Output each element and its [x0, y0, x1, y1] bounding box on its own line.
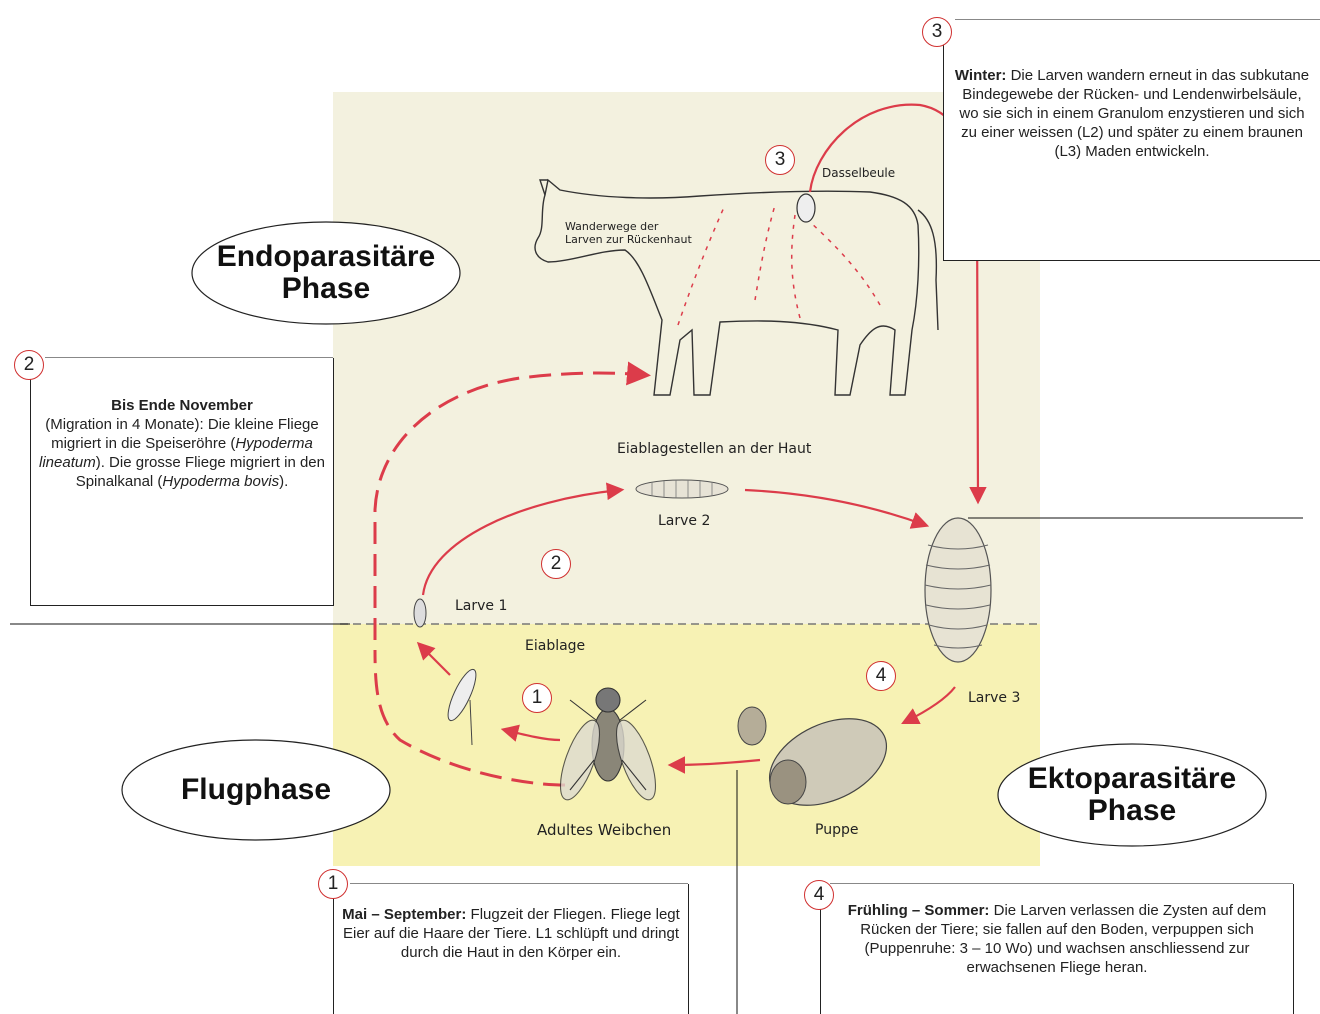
step-number-1-box: 1: [318, 869, 348, 899]
arrow-larve3-to-puppe: [905, 687, 955, 722]
cycle-arrows: [420, 105, 978, 765]
step-number-4-box: 4: [804, 880, 834, 910]
info-november-species2: Hypoderma bovis: [162, 473, 279, 490]
info-november-heading: Bis Ende November: [39, 396, 325, 415]
egglaying-fly-shape: [443, 666, 481, 745]
info-winter-text: Die Larven wandern erneut in das subkuta…: [959, 67, 1309, 160]
phase-endoparasitaer: Endoparasitäre Phase: [190, 220, 462, 326]
step-number-2-diagram: 2: [541, 549, 571, 579]
info-box-winter: Winter: Die Larven wandern erneut in das…: [943, 20, 1320, 261]
label-wanderwege-line2: Larven zur Rückenhaut: [565, 233, 692, 246]
info-mai-heading: Mai – September:: [342, 906, 466, 923]
step-number-3-box: 3: [922, 17, 952, 47]
arrow-larve1-to-larve2: [423, 490, 620, 595]
label-puppe: Puppe: [815, 822, 858, 838]
larva2-shape: [636, 480, 728, 498]
arrow-larve2-to-larve3: [745, 490, 925, 525]
dasselbeule-cyst: [797, 194, 815, 222]
arrow-flight-to-cow: [375, 373, 645, 640]
label-eiablage: Eiablage: [525, 638, 585, 654]
info-box-november: Bis Ende November (Migration in 4 Monate…: [30, 358, 334, 606]
arrow-fly-to-egglay: [505, 730, 560, 740]
migration-paths: [678, 205, 880, 325]
label-adultes-weibchen: Adultes Weibchen: [537, 821, 671, 839]
label-dasselbeule: Dasselbeule: [822, 166, 895, 180]
larva1-shape: [414, 599, 426, 627]
step-number-2-box: 2: [14, 350, 44, 380]
label-wanderwege: Wanderwege der Larven zur Rückenhaut: [565, 220, 692, 246]
phase-ekto-line2: Phase: [1088, 795, 1176, 827]
label-larve2: Larve 2: [658, 513, 710, 529]
label-eiablagestellen: Eiablagestellen an der Haut: [617, 441, 811, 457]
phase-ektoparasitaer: Ektoparasitäre Phase: [996, 742, 1268, 848]
step-number-1-diagram: 1: [522, 683, 552, 713]
arrow-puppe-to-fly: [672, 760, 760, 765]
step-number-4-diagram: 4: [866, 661, 896, 691]
info-fruehling-heading: Frühling – Sommer:: [848, 902, 990, 919]
phase-endo-line2: Phase: [282, 273, 370, 305]
info-winter-heading: Winter:: [955, 67, 1007, 84]
pupa-shape: [738, 701, 900, 822]
phase-endo-line1: Endoparasitäre: [217, 241, 435, 273]
cow-illustration: [535, 180, 938, 395]
phase-flugphase: Flugphase: [120, 738, 392, 842]
phase-ekto-line1: Ektoparasitäre: [1028, 763, 1236, 795]
adult-fly-shape: [552, 688, 663, 804]
info-box-mai: Mai – September: Flugzeit der Fliegen. F…: [333, 884, 689, 1014]
info-november-text3: ).: [279, 473, 288, 490]
label-larve3: Larve 3: [968, 690, 1020, 706]
larva3-shape: [925, 518, 991, 662]
label-wanderwege-line1: Wanderwege der: [565, 220, 692, 233]
arrow-egglay-to-larve1: [420, 645, 450, 675]
step-number-3-diagram: 3: [765, 145, 795, 175]
label-larve1: Larve 1: [455, 598, 507, 614]
info-box-fruehling: Frühling – Sommer: Die Larven verlassen …: [820, 884, 1294, 1014]
